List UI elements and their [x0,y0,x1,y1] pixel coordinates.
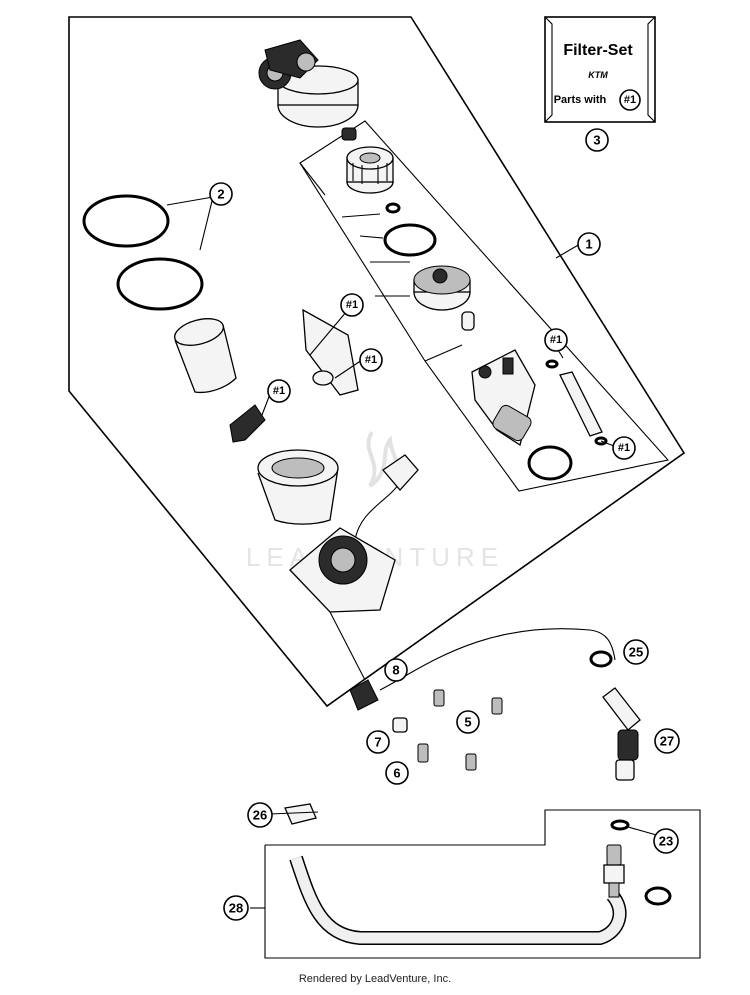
small-o-ring [385,202,401,214]
pressure-regulator [413,265,475,331]
callout-3: 3 [585,128,609,152]
screw-4 [465,753,477,771]
large-o-ring-lower [116,257,204,311]
pre-filter-sleeve [174,318,237,394]
callout-26-label: 26 [253,808,267,823]
large-o-ring-upper [82,194,170,248]
screw-1 [433,689,445,707]
footer-credit: Rendered by LeadVenture, Inc. [298,973,452,985]
pump-head [258,39,359,128]
screw-3 [417,743,429,763]
angled-fitting [349,679,379,711]
callout-23: 23 [653,828,679,854]
kit-title: Filter-Set [563,42,633,59]
callout-8: 8 [384,658,408,682]
nipple-o-ring [610,819,630,831]
callout-23-label: 23 [659,834,673,849]
ref-1-d-label: #1 [550,334,562,346]
kit-ref: #1 [624,94,636,106]
ref-1-a: #1 [340,293,364,317]
callout-28-label: 28 [229,901,243,916]
level-sender-clip [229,404,266,443]
ref-1-b: #1 [359,348,383,372]
pump-connector [382,454,419,491]
pipe-o-ring-bottom [594,436,608,446]
callout-5-label: 5 [464,715,471,730]
ref-1-b-label: #1 [365,354,377,366]
callout-3-label: 3 [593,133,600,148]
filter-set-kit: Filter-Set KTM Parts with #1 [544,16,656,123]
pump-motor [471,349,536,447]
callout-27: 27 [654,728,680,754]
o-ring [383,223,437,257]
callout-1-label: 1 [585,237,592,252]
ref-1-d: #1 [544,328,568,352]
fuel-line [379,628,616,691]
ref-1-a-label: #1 [346,299,358,311]
callout-7-label: 7 [374,735,381,750]
hose-clamp-small [644,886,672,906]
pump-wire [354,481,401,541]
hose-clamp-25 [589,650,613,668]
hose-nipple [603,844,625,898]
callout-27-label: 27 [660,734,674,749]
hose-clamp-26 [284,803,317,825]
callout-26: 26 [247,802,273,828]
ref-1-e-label: #1 [618,442,630,454]
ref-1-c: #1 [267,379,291,403]
pump-pipe [559,371,603,437]
callout-8-label: 8 [392,663,399,678]
callout-25-label: 25 [629,645,643,660]
pipe-o-ring-top [545,359,559,369]
callout-25: 25 [623,639,649,665]
ref-1-c-label: #1 [273,385,285,397]
motor-o-ring [527,445,573,481]
callout-5: 5 [456,710,480,734]
pump-flange [289,527,396,613]
callout-6-label: 6 [393,766,400,781]
hose-frame [264,809,701,959]
cap [392,717,408,733]
inner-filter [341,127,394,194]
kit-brand: KTM [588,70,608,80]
assembly-frame [68,16,686,708]
kit-parts-with: Parts with [554,94,607,106]
callout-1: 1 [577,232,601,256]
strainer-sheet [302,308,359,396]
ref-1-e: #1 [612,436,636,460]
callout-6: 6 [385,761,409,785]
screw-2 [491,697,503,715]
callout-7: 7 [366,730,390,754]
callout-2: 2 [209,182,233,206]
callout-2-label: 2 [217,187,224,202]
quick-coupler [602,687,641,781]
callout-28: 28 [223,895,249,921]
strainer-clip [312,370,334,386]
fuel-hose [289,855,627,945]
pump-housing [257,449,339,525]
